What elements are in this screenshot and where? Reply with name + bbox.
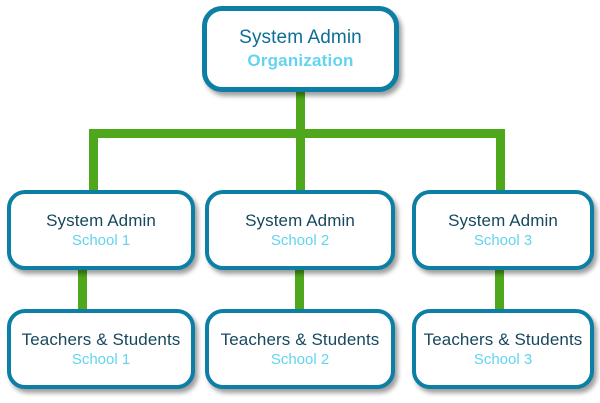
node-system-admin-school-1[interactable]: System Admin School 1 — [7, 190, 195, 270]
node-title: Teachers & Students — [220, 330, 380, 349]
node-teachers-students-school-2[interactable]: Teachers & Students School 2 — [205, 309, 395, 389]
node-subtitle: Organization — [247, 51, 354, 70]
node-title: Teachers & Students — [423, 330, 583, 349]
node-teachers-students-school-1[interactable]: Teachers & Students School 1 — [7, 309, 195, 389]
node-title: System Admin — [46, 211, 156, 230]
node-subtitle: School 1 — [71, 351, 131, 368]
node-teachers-students-school-3[interactable]: Teachers & Students School 3 — [412, 309, 594, 389]
node-subtitle: School 2 — [270, 232, 330, 249]
node-subtitle: School 3 — [473, 351, 533, 368]
node-subtitle: School 3 — [473, 232, 533, 249]
node-title: System Admin — [239, 27, 362, 48]
node-system-admin-school-3[interactable]: System Admin School 3 — [412, 190, 594, 270]
node-title: System Admin — [245, 211, 355, 230]
node-subtitle: School 1 — [71, 232, 131, 249]
node-subtitle: School 2 — [270, 351, 330, 368]
node-title: System Admin — [448, 211, 558, 230]
node-system-admin-school-2[interactable]: System Admin School 2 — [205, 190, 395, 270]
node-system-admin-organization[interactable]: System Admin Organization — [202, 6, 399, 92]
node-title: Teachers & Students — [21, 330, 181, 349]
